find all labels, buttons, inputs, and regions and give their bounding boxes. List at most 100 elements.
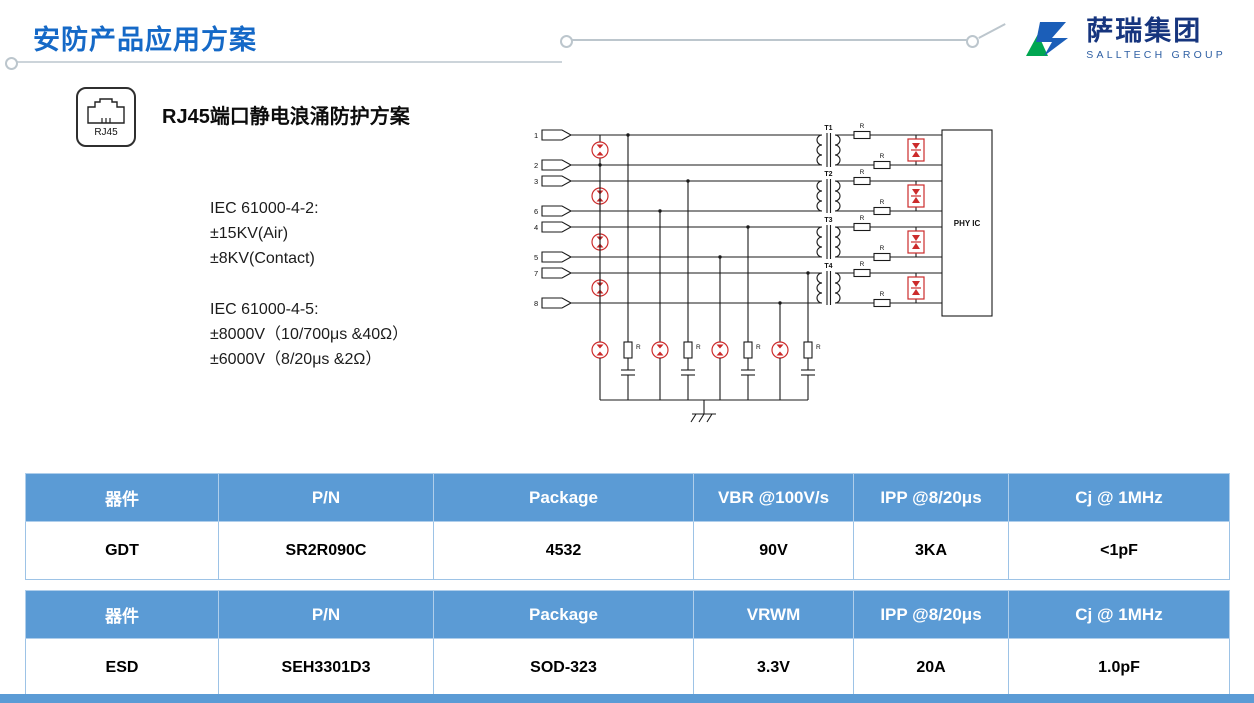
resistor-capacitor-branch: R [801,273,821,400]
resistor-icon: R R [853,261,891,308]
gdt-icon [591,135,609,165]
pin-label: 1 [534,131,538,140]
header-cell: VBR @100V/s [693,473,854,522]
decor-line-left [16,61,562,63]
transformer-label: T2 [824,171,832,178]
company-logo: 萨瑞集团 SALLTECH GROUP [1022,16,1226,62]
decor-line-right [572,39,968,41]
header-cell: P/N [218,590,434,639]
logo-subtitle: SALLTECH GROUP [1086,48,1226,61]
resistor-label: R [696,344,701,351]
resistor-label: R [860,215,865,222]
value-cell: SEH3301D3 [218,638,434,697]
connector-plug-icon [541,159,573,171]
page-title: 安防产品应用方案 [33,25,257,55]
phy-ic-label: PHY IC [954,219,981,228]
value-cell: SR2R090C [218,521,434,580]
decor-circle [966,35,979,48]
pin-5: 5 [534,251,942,263]
transformer-icon: T1 [816,125,841,167]
resistor-label: R [860,169,865,176]
resistor-icon: R R [853,215,891,262]
decor-circle [560,35,573,48]
bottom-accent-bar [0,694,1254,703]
section-heading: RJ45端口静电浪涌防护方案 [162,106,410,128]
pin-1: 1 [534,129,942,141]
resistor-icon: R R [853,123,891,170]
resistor-capacitor-branch: R [621,135,641,400]
logo-name: 萨瑞集团 [1086,16,1203,47]
esd-diode-icon [907,135,925,165]
header-cell: Cj @ 1MHz [1008,590,1230,639]
value-cell: GDT [25,521,219,580]
pin-label: 8 [534,299,538,308]
value-cell: 90V [693,521,854,580]
resistor-icon: R R [853,169,891,216]
transformer-label: T4 [824,263,832,270]
resistor-label: R [756,344,761,351]
connector-plug-icon [541,205,573,217]
connector-plug-icon [541,251,573,263]
resistor-capacitor-branch: R [681,181,701,400]
esd-spec-table: 器件 P/N Package VRWM IPP @8/20μs Cj @ 1MH… [25,590,1230,697]
logo-mark [1026,22,1069,56]
header-cell: IPP @8/20μs [853,590,1009,639]
gdt-icon [711,257,729,400]
spec-line: ±8KV(Contact) [210,250,315,267]
value-cell: SOD-323 [433,638,694,697]
resistor-label: R [860,123,865,130]
spec-text-block: IEC 61000-4-2: ±15KV(Air) ±8KV(Contact) … [210,196,408,372]
transformer-icon: T4 [816,263,841,305]
header-cell: VRWM [693,590,854,639]
spec-line: IEC 61000-4-5: [210,301,319,318]
table-header-row: 器件 P/N Package VBR @100V/s IPP @8/20μs C… [25,473,1230,522]
connector-plug-icon [541,129,573,141]
header-cell: IPP @8/20μs [853,473,1009,522]
transformer-label: T3 [824,217,832,224]
ground-icon [600,399,808,423]
header-cell: P/N [218,473,434,522]
resistor-label: R [860,261,865,268]
table-row: GDT SR2R090C 4532 90V 3KA <1pF [25,521,1230,580]
resistor-label: R [636,344,641,351]
value-cell: 4532 [433,521,694,580]
gdt-spec-table: 器件 P/N Package VBR @100V/s IPP @8/20μs C… [25,473,1230,580]
pin-3: 3 [534,175,942,187]
rj45-jack-icon [87,97,125,124]
connector-plug-icon [541,175,573,187]
resistor-capacitor-branch: R [741,227,761,400]
pin-label: 2 [534,161,538,170]
iec-surge-spec: IEC 61000-4-5: ±8000V（10/700μs &40Ω） ±60… [210,297,408,372]
decor-circle [5,57,18,70]
gdt-icon [591,165,609,400]
table-header-row: 器件 P/N Package VRWM IPP @8/20μs Cj @ 1MH… [25,590,1230,639]
transformer-icon: T2 [816,171,841,213]
value-cell: 3KA [853,521,1009,580]
value-cell: 3.3V [693,638,854,697]
phy-ic-box: PHY IC [941,129,993,317]
resistor-label: R [816,344,821,351]
decor-line-diagonal [978,23,1006,39]
spec-line: IEC 61000-4-2: [210,200,319,217]
resistor-label: R [880,291,885,298]
header-cell: Package [433,473,694,522]
value-cell: 1.0pF [1008,638,1230,697]
spec-line: ±15KV(Air) [210,225,289,242]
pin-4: 4 [534,221,942,233]
connector-plug-icon [541,267,573,279]
value-cell: ESD [25,638,219,697]
circuit-diagram: 1 2 3 6 4 5 7 8 [534,123,993,423]
iec-esd-spec: IEC 61000-4-2: ±15KV(Air) ±8KV(Contact) [210,196,408,271]
header-cell: 器件 [25,590,219,639]
resistor-label: R [880,153,885,160]
value-cell: <1pF [1008,521,1230,580]
header-cell: Cj @ 1MHz [1008,473,1230,522]
connector-plug-icon [541,297,573,309]
header-cell: 器件 [25,473,219,522]
esd-diode-icon [907,273,925,303]
gdt-icon [771,303,789,400]
resistor-label: R [880,199,885,206]
esd-diode-icon [907,227,925,257]
spec-line: ±8000V（10/700μs &40Ω） [210,326,409,343]
gdt-icon [651,211,669,400]
